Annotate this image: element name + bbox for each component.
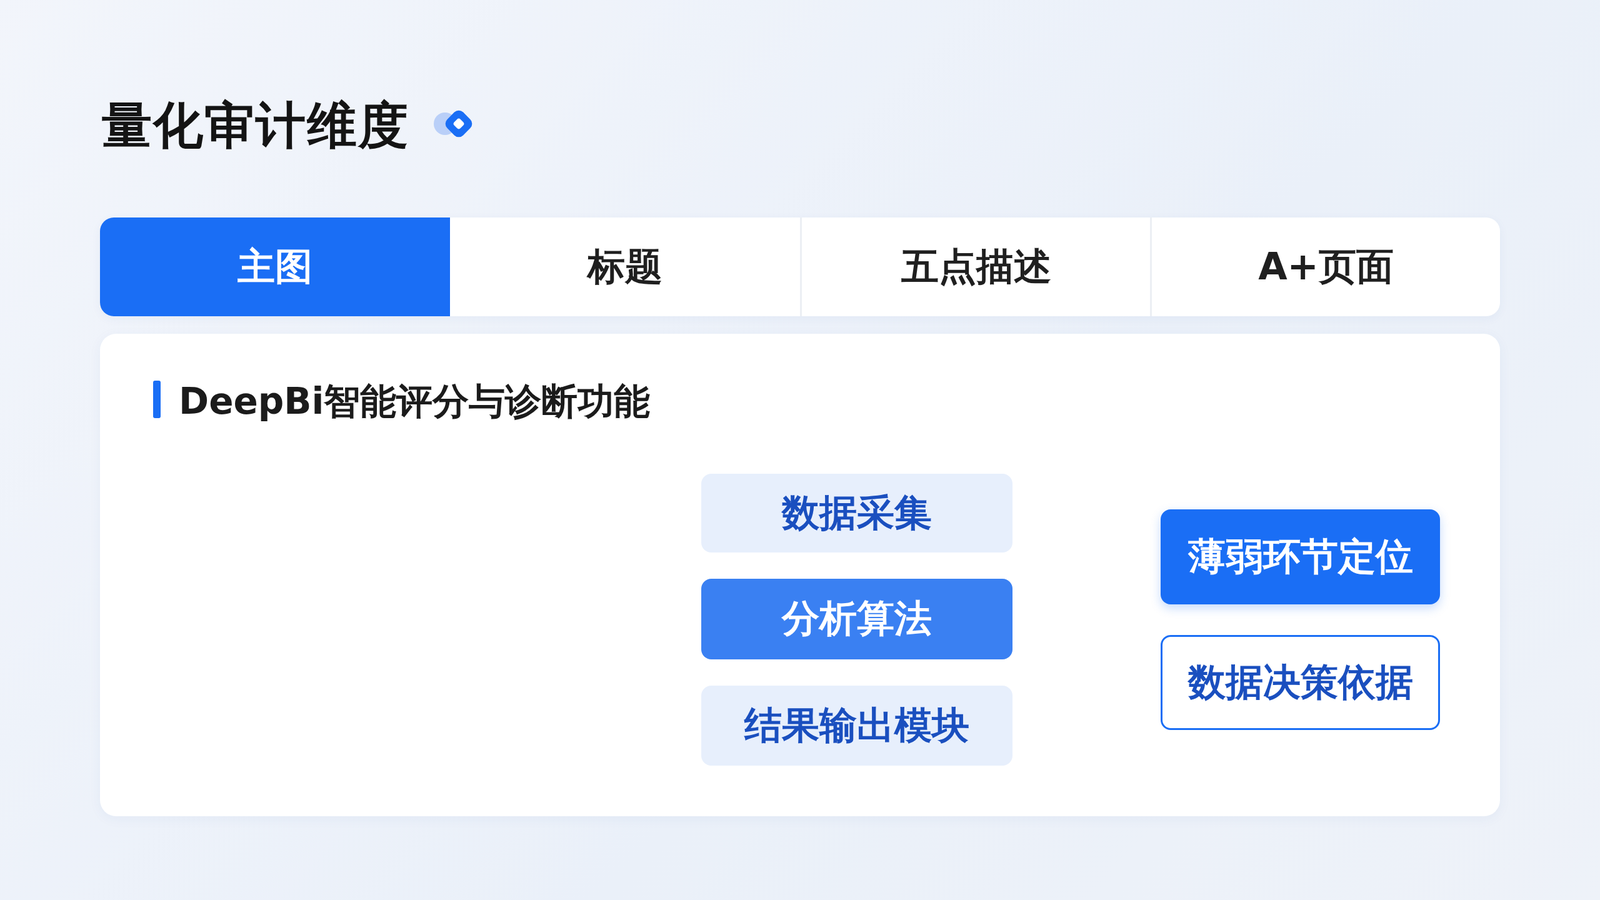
step-box-active: 分析算法 [701, 578, 1013, 660]
box-label: 分析算法 [781, 593, 932, 645]
result-box: 数据决策依据 [1160, 635, 1440, 730]
page-title: 量化审计维度 [101, 92, 410, 160]
box-label: 标题 [587, 241, 663, 293]
step-box: 数据采集 [701, 473, 1013, 553]
step-box: 结果输出模块 [701, 685, 1013, 766]
tab: 五点描述 [800, 217, 1150, 317]
heading-bar [153, 380, 161, 419]
box-label: 主图 [237, 241, 313, 293]
box-label: 结果输出模块 [744, 700, 970, 752]
box-label: 数据采集 [781, 488, 932, 539]
result-box: 薄弱环节定位 [1160, 509, 1440, 605]
box-label: 数据决策依据 [1188, 657, 1414, 709]
title-icon [433, 108, 475, 140]
tab: A+页面 [1150, 217, 1500, 317]
tab: 标题 [450, 217, 800, 317]
tab-active: 主图 [100, 217, 450, 317]
box-label: A+页面 [1258, 241, 1394, 293]
content-panel: DeepBi智能评分与诊断功能数据采集分析算法结果输出模块 薄弱环节定位数据决策依… [100, 333, 1500, 817]
panel-heading: DeepBi智能评分与诊断功能 [178, 377, 650, 427]
box-label: 薄弱环节定位 [1188, 531, 1414, 583]
box-label: 五点描述 [901, 241, 1052, 293]
